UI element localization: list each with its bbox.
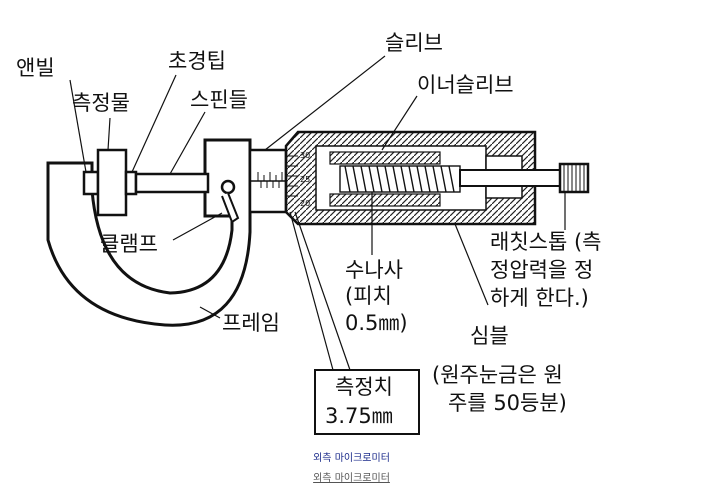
label-ratchet-1: 래칫스톱 (측 [490, 230, 601, 254]
frame [46, 138, 252, 327]
label-sleeve: 슬리브 [385, 31, 443, 55]
carbide-tip [124, 170, 138, 196]
label-inner-sleeve: 이너슬리브 [417, 73, 514, 97]
thimble-scale-20: 20 [300, 199, 310, 208]
label-thimble-3: 주를 50등분) [448, 391, 567, 415]
inner-sleeve [329, 151, 441, 207]
label-carbide-tip: 초경팁 [168, 49, 226, 73]
label-clamp: 클램프 [100, 232, 158, 256]
screw-thread [339, 165, 461, 193]
label-measured-object: 측정물 [72, 91, 130, 115]
label-ratchet-3: 하게 한다.) [490, 286, 589, 310]
reading-box [314, 369, 420, 435]
label-spindle: 스핀들 [190, 88, 248, 112]
label-reading-2: 3.75㎜ [325, 404, 393, 428]
thimble-scale-25: 25 [300, 175, 310, 184]
clamp [220, 179, 240, 224]
ratchet-stop [558, 162, 590, 194]
spindle [134, 172, 210, 194]
label-frame: 프레임 [222, 311, 280, 335]
figure-caption: 외측 마이크로미터 [313, 453, 390, 464]
label-reading-1: 측정치 [335, 375, 393, 399]
thimble-scale-30: 30 [300, 151, 310, 160]
ratchet-shaft [459, 169, 561, 187]
label-anvil: 앤빌 [16, 56, 55, 80]
anvil [82, 170, 100, 196]
measured-object [96, 148, 128, 217]
label-screw-3: 0.5㎜) [345, 311, 408, 335]
label-screw-1: 수나사 [345, 258, 403, 282]
label-thimble-2: (원주눈금은 원 [432, 363, 563, 387]
label-thimble-1: 심블 [470, 324, 509, 348]
label-ratchet-2: 정압력을 정 [490, 258, 593, 282]
sleeve [248, 148, 288, 214]
leader-lines [69, 55, 566, 371]
figure-caption-link[interactable]: 외측 마이크로미터 [313, 473, 390, 484]
label-screw-2: (피치 [345, 284, 392, 308]
